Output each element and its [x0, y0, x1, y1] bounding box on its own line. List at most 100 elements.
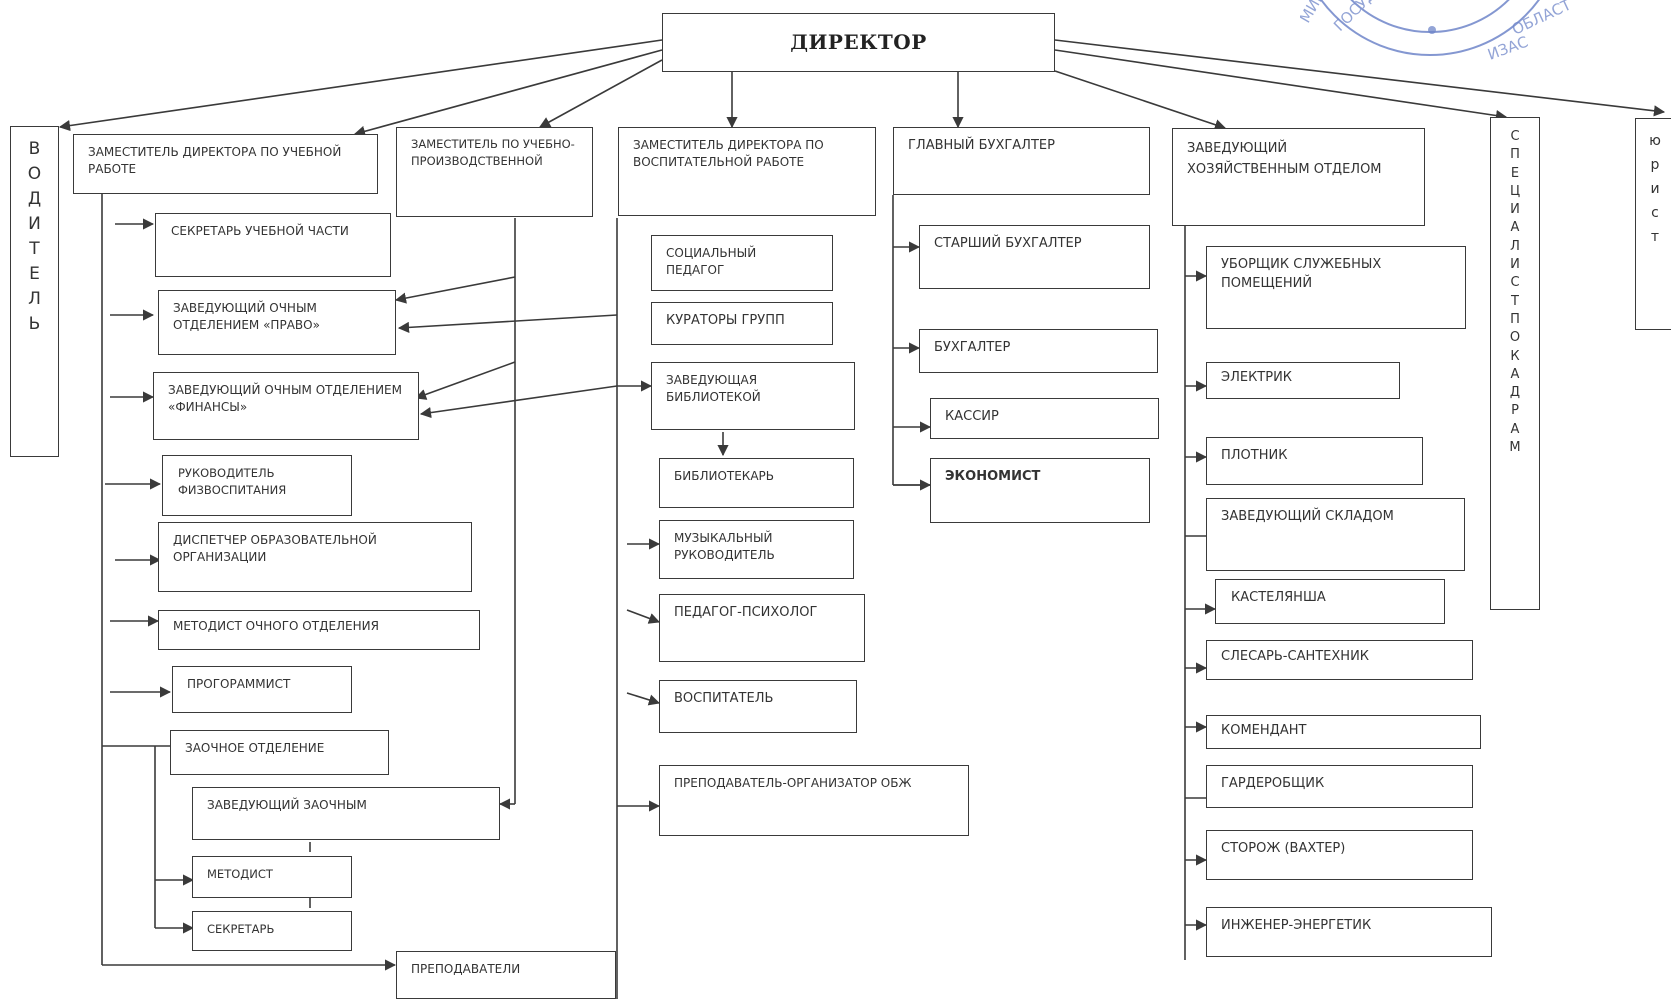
vertical-letter: А — [1510, 421, 1520, 437]
educational-deputy-title: ЗАМЕСТИТЕЛЬ ДИРЕКТОРА ПО ВОСПИТАТЕЛЬНОЙ … — [633, 138, 824, 170]
director-title: ДИРЕКТОР — [790, 30, 927, 54]
vertical-letter: с — [1651, 205, 1659, 221]
vertical-letter: р — [1650, 157, 1660, 173]
head-correspondence-box: ЗАВЕДУЮЩИЙ ЗАОЧНЫМ — [192, 787, 500, 840]
official-stamp-icon: МИНИ ГОСУД ИЗАС ОБЛАСТ — [1300, 0, 1575, 64]
group-curators-label: КУРАТОРЫ ГРУПП — [666, 313, 785, 328]
fulltime-methodist-label: МЕТОДИСТ ОЧНОГО ОТДЕЛЕНИЯ — [173, 619, 379, 633]
vertical-letter: Е — [29, 264, 40, 284]
power-engineer-box: ИНЖЕНЕР-ЭНЕРГЕТИК — [1206, 907, 1492, 957]
accountant-label: БУХГАЛТЕР — [934, 340, 1011, 355]
warehouse-head-label: ЗАВЕДУЮЩИЙ СКЛАДОМ — [1221, 509, 1394, 524]
linen-keeper-label: КАСТЕЛЯНША — [1231, 590, 1326, 605]
senior-accountant-box: СТАРШИЙ БУХГАЛТЕР — [919, 225, 1150, 289]
vertical-letter: П — [1510, 311, 1520, 327]
secretary-box: СЕКРЕТАРЬ — [192, 911, 352, 951]
plumber-label: СЛЕСАРЬ-САНТЕХНИК — [1221, 649, 1370, 664]
vertical-letter: И — [28, 214, 41, 234]
cloakroom-attendant-label: ГАРДЕРОБЩИК — [1221, 776, 1325, 791]
cashier-label: КАССИР — [945, 409, 999, 424]
pe-head-box: РУКОВОДИТЕЛЬ ФИЗВОСПИТАНИЯ — [162, 455, 352, 516]
vertical-letter: Д — [1509, 385, 1521, 401]
obzh-teacher-box: ПРЕПОДАВАТЕЛЬ-ОРГАНИЗАТОР ОБЖ — [659, 765, 969, 836]
vertical-letter: т — [1650, 229, 1660, 245]
chief-accountant-title: ГЛАВНЫЙ БУХГАЛТЕР — [908, 138, 1055, 153]
svg-text:ИЗАС: ИЗАС — [1485, 33, 1530, 64]
watchman-box: СТОРОЖ (ВАХТЕР) — [1206, 830, 1473, 880]
vertical-letter: И — [1510, 202, 1520, 218]
plumber-box: СЛЕСАРЬ-САНТЕХНИК — [1206, 640, 1473, 680]
production-deputy-box: ЗАМЕСТИТЕЛЬ ПО УЧЕБНО-ПРОИЗВОДСТВЕННОЙ — [396, 127, 593, 217]
vertical-letter: ю — [1649, 133, 1661, 149]
vertical-letter: А — [1510, 366, 1520, 382]
correspondence-department-label: ЗАОЧНОЕ ОТДЕЛЕНИЕ — [185, 741, 325, 755]
methodist-label: МЕТОДИСТ — [207, 867, 273, 881]
cleaner-label: УБОРЩИК СЛУЖЕБНЫХ ПОМЕЩЕНИЙ — [1221, 257, 1382, 291]
vertical-letter: Е — [1510, 165, 1520, 181]
vertical-letter: М — [1509, 440, 1521, 456]
librarian-box: БИБЛИОТЕКАРЬ — [659, 458, 854, 508]
warehouse-head-box: ЗАВЕДУЮЩИЙ СКЛАДОМ — [1206, 498, 1465, 571]
vertical-letter: Ь — [28, 314, 41, 334]
vertical-letter: С — [1510, 129, 1520, 144]
tutor-box: ВОСПИТАТЕЛЬ — [659, 680, 857, 733]
head-finance-department-box: ЗАВЕДУЮЩИЙ ОЧНЫМ ОТДЕЛЕНИЕМ «ФИНАНСЫ» — [153, 372, 419, 440]
linen-keeper-box: КАСТЕЛЯНША — [1215, 579, 1445, 624]
methodist-box: МЕТОДИСТ — [192, 856, 352, 898]
tutor-label: ВОСПИТАТЕЛЬ — [674, 691, 774, 706]
fulltime-methodist-box: МЕТОДИСТ ОЧНОГО ОТДЕЛЕНИЯ — [158, 610, 480, 650]
librarian-label: БИБЛИОТЕКАРЬ — [674, 469, 774, 483]
head-librarian-box: ЗАВЕДУЮЩАЯ БИБЛИОТЕКОЙ — [651, 362, 855, 430]
head-librarian-label: ЗАВЕДУЮЩАЯ БИБЛИОТЕКОЙ — [666, 373, 761, 405]
secretary-label: СЕКРЕТАРЬ — [207, 922, 275, 936]
household-head-title: ЗАВЕДУЮЩИЙ ХОЗЯЙСТВЕННЫМ ОТДЕЛОМ — [1187, 141, 1382, 178]
social-pedagogue-label: СОЦИАЛЬНЫЙ ПЕДАГОГ — [666, 246, 757, 278]
head-law-department-box: ЗАВЕДУЮЩИЙ ОЧНЫМ ОТДЕЛЕНИЕМ «ПРАВО» — [158, 290, 396, 355]
academic-secretary-box: СЕКРЕТАРЬ УЧЕБНОЙ ЧАСТИ — [155, 213, 391, 277]
economist-box: ЭКОНОМИСТ — [930, 458, 1150, 523]
psychologist-label: ПЕДАГОГ-ПСИХОЛОГ — [674, 605, 818, 620]
vertical-letter: Ц — [1509, 183, 1521, 199]
vertical-letter: А — [1510, 220, 1520, 236]
vertical-letter: О — [27, 164, 42, 184]
production-deputy-title: ЗАМЕСТИТЕЛЬ ПО УЧЕБНО-ПРОИЗВОДСТВЕННОЙ — [411, 137, 575, 168]
carpenter-box: ПЛОТНИК — [1206, 437, 1423, 485]
commandant-box: КОМЕНДАНТ — [1206, 715, 1481, 749]
head-law-department-label: ЗАВЕДУЮЩИЙ ОЧНЫМ ОТДЕЛЕНИЕМ «ПРАВО» — [173, 301, 320, 333]
social-pedagogue-box: СОЦИАЛЬНЫЙ ПЕДАГОГ — [651, 235, 833, 291]
vertical-letter: Т — [29, 239, 40, 259]
obzh-teacher-label: ПРЕПОДАВАТЕЛЬ-ОРГАНИЗАТОР ОБЖ — [674, 776, 912, 790]
vertical-letter: Р — [1511, 403, 1519, 419]
electrician-box: ЭЛЕКТРИК — [1206, 362, 1400, 399]
group-curators-box: КУРАТОРЫ ГРУПП — [651, 302, 833, 345]
music-director-box: МУЗЫКАЛЬНЫЙ РУКОВОДИТЕЛЬ — [659, 520, 854, 579]
director-box: ДИРЕКТОР — [662, 13, 1055, 72]
vertical-letter: И — [1510, 257, 1520, 273]
cloakroom-attendant-box: ГАРДЕРОБЩИК — [1206, 765, 1473, 808]
vertical-letter: В — [28, 139, 41, 159]
cleaner-box: УБОРЩИК СЛУЖЕБНЫХ ПОМЕЩЕНИЙ — [1206, 246, 1466, 329]
programmer-label: ПРОГОРАММИСТ — [187, 677, 291, 691]
music-director-label: МУЗЫКАЛЬНЫЙ РУКОВОДИТЕЛЬ — [674, 531, 775, 563]
carpenter-label: ПЛОТНИК — [1221, 448, 1288, 463]
psychologist-box: ПЕДАГОГ-ПСИХОЛОГ — [659, 594, 865, 662]
svg-text:ОБЛАСТ: ОБЛАСТ — [1509, 0, 1575, 39]
head-finance-department-label: ЗАВЕДУЮЩИЙ ОЧНЫМ ОТДЕЛЕНИЕМ «ФИНАНСЫ» — [168, 383, 402, 415]
educational-deputy-box: ЗАМЕСТИТЕЛЬ ДИРЕКТОРА ПО ВОСПИТАТЕЛЬНОЙ … — [618, 127, 876, 216]
vertical-letter: и — [1650, 181, 1660, 197]
chief-accountant-box: ГЛАВНЫЙ БУХГАЛТЕР — [893, 127, 1150, 195]
vertical-letter: К — [1510, 348, 1520, 364]
vertical-letter: П — [1510, 147, 1520, 163]
teachers-label: ПРЕПОДАВАТЕЛИ — [411, 962, 521, 976]
head-correspondence-label: ЗАВЕДУЮЩИЙ ЗАОЧНЫМ — [207, 798, 367, 812]
vertical-letter: Л — [28, 289, 41, 309]
watchman-label: СТОРОЖ (ВАХТЕР) — [1221, 841, 1346, 856]
commandant-label: КОМЕНДАНТ — [1221, 723, 1307, 738]
accountant-box: БУХГАЛТЕР — [919, 329, 1158, 373]
vertical-letter: Т — [1511, 293, 1519, 309]
academic-deputy-title: ЗАМЕСТИТЕЛЬ ДИРЕКТОРА ПО УЧЕБНОЙ РАБОТЕ — [88, 145, 342, 177]
vertical-letter: О — [1509, 330, 1521, 346]
